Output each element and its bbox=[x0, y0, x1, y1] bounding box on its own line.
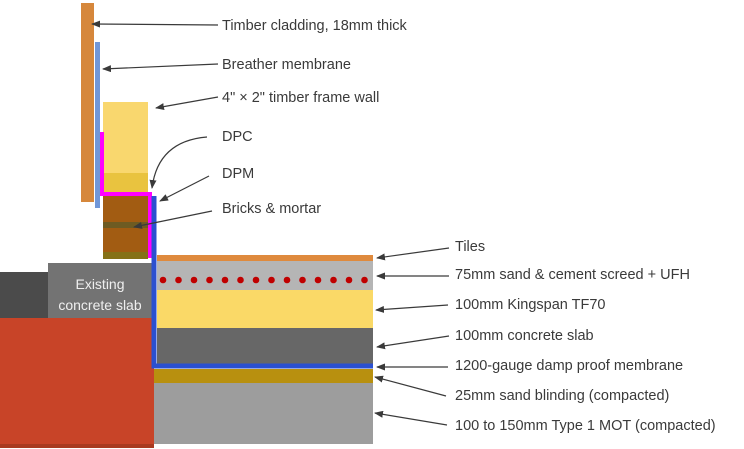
breather-membrane-block bbox=[95, 42, 100, 208]
label-timber-cladding: Timber cladding, 18mm thick bbox=[222, 18, 407, 34]
label-breather-membrane: Breather membrane bbox=[222, 57, 351, 73]
concrete-slab-layer bbox=[157, 328, 373, 364]
label-concrete-slab: 100mm concrete slab bbox=[455, 328, 594, 344]
existing-slab-label-line2: concrete slab bbox=[58, 297, 142, 313]
type1-mot-layer bbox=[154, 383, 373, 444]
existing-concrete-slab-block bbox=[48, 263, 152, 318]
foundation-red-block-bottom-edge bbox=[0, 444, 154, 448]
mortar-joint-band bbox=[103, 222, 148, 228]
existing-slab-dark-block bbox=[0, 272, 48, 318]
arrow-kingspan bbox=[375, 304, 449, 313]
label-dpc: DPC bbox=[222, 129, 253, 145]
label-damp-proof-membrane: 1200-gauge damp proof membrane bbox=[455, 358, 684, 374]
arrow-sand-blinding bbox=[374, 375, 447, 397]
label-dpm: DPM bbox=[222, 166, 255, 182]
timber-frame-soleplate-block bbox=[103, 173, 148, 192]
label-bricks-mortar: Bricks & mortar bbox=[222, 201, 322, 217]
existing-slab-label: Existing concrete slab bbox=[48, 274, 152, 316]
arrow-timber-cladding bbox=[91, 20, 219, 28]
timber-frame-wall-block bbox=[103, 102, 148, 173]
existing-slab-label-line1: Existing bbox=[75, 276, 125, 292]
kingspan-layer bbox=[157, 290, 373, 328]
label-sand-blinding: 25mm sand blinding (compacted) bbox=[455, 388, 670, 404]
label-kingspan: 100mm Kingspan TF70 bbox=[455, 297, 606, 313]
screed-layer bbox=[157, 261, 373, 290]
sand-blinding-layer bbox=[154, 369, 373, 383]
arrow-type1-mot bbox=[374, 410, 448, 426]
arrow-tiles bbox=[376, 247, 450, 261]
arrow-timber-frame-wall bbox=[155, 96, 219, 111]
label-timber-frame-wall: 4" × 2" timber frame wall bbox=[222, 90, 380, 106]
label-tiles: Tiles bbox=[455, 239, 486, 255]
foundation-red-block bbox=[0, 318, 154, 444]
arrow-breather-membrane bbox=[102, 63, 219, 73]
timber-cladding-block bbox=[81, 3, 94, 202]
label-type1-mot: 100 to 150mm Type 1 MOT (compacted) bbox=[455, 418, 716, 434]
arrow-dpc bbox=[149, 136, 208, 189]
mortar-bed-band bbox=[103, 252, 148, 259]
arrow-concrete-slab bbox=[376, 335, 450, 350]
label-screed-ufh: 75mm sand & cement screed + UFH bbox=[455, 267, 690, 283]
arrow-dpm bbox=[159, 175, 210, 202]
